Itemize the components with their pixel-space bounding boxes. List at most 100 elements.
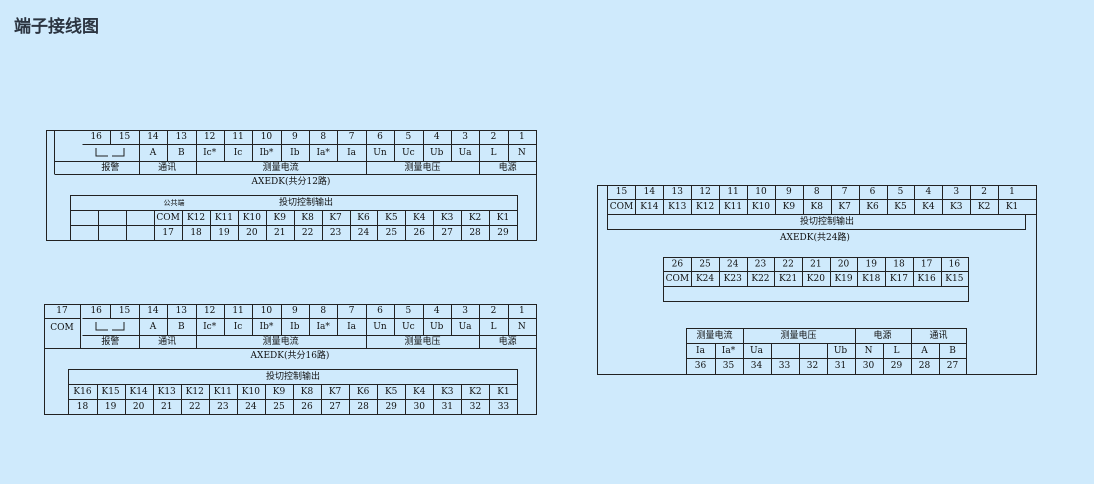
output-terminal-number: 31	[442, 402, 453, 412]
terminal-label: COM	[666, 274, 689, 284]
terminal-number: 6	[870, 187, 876, 197]
terminal-number: 14	[644, 187, 656, 197]
terminal-number: 14	[147, 132, 159, 142]
terminal-label: Ua	[459, 322, 473, 332]
terminal-label: Ic	[234, 148, 243, 158]
terminal-number: 12	[699, 187, 710, 197]
terminal-label: K11	[724, 202, 742, 212]
terminal-label: K12	[696, 202, 714, 212]
output-terminal-number: 24	[245, 402, 257, 412]
terminal-number: 33	[779, 361, 791, 371]
terminal-number: 8	[320, 132, 326, 142]
output-terminal-label: K7	[329, 387, 342, 397]
terminal-label: K5	[894, 202, 907, 212]
terminal-number: 16	[90, 306, 102, 316]
output-terminal-number: 23	[217, 402, 229, 412]
terminal-number: 24	[727, 260, 739, 270]
output-terminal-label: K2	[469, 387, 481, 397]
group-label: 测量电压	[404, 161, 440, 173]
output-terminal-number: 25	[386, 228, 398, 238]
terminal-number: 3	[462, 132, 468, 142]
output-terminal-number: 30	[414, 402, 426, 412]
terminal-number: 13	[672, 187, 684, 197]
terminal-number: 4	[434, 306, 440, 316]
terminal-number: 15	[119, 132, 131, 142]
output-terminal-label: K1	[497, 213, 509, 223]
output-terminal-number: 32	[470, 402, 481, 412]
output-terminal-number: 19	[218, 228, 230, 238]
output-terminal-number: 24	[358, 228, 370, 238]
output-title: 投切控制输出	[266, 370, 320, 382]
terminal-label: K17	[890, 274, 908, 284]
output-terminal-number: 21	[274, 228, 285, 238]
terminal-number: 31	[835, 361, 846, 371]
output-terminal-label: K11	[214, 387, 232, 397]
terminal-label: Ia*	[316, 322, 330, 332]
terminal-number: 30	[863, 361, 875, 371]
group-label: 测量电压	[780, 329, 816, 341]
terminal-number: 13	[176, 306, 188, 316]
terminal-number: 14	[147, 306, 159, 316]
terminal-number: 16	[949, 260, 961, 270]
terminal-label: Ib*	[260, 148, 274, 158]
output-terminal-number: 29	[385, 402, 397, 412]
output-terminal-number: 22	[189, 402, 200, 412]
output-terminal-label: K4	[413, 213, 426, 223]
output-terminal-number: 26	[414, 228, 426, 238]
output-terminal-label: K5	[385, 387, 398, 397]
terminal-label: Ia	[347, 148, 357, 158]
output-terminal-number: 29	[497, 228, 509, 238]
terminal-number: 13	[176, 132, 188, 142]
terminal-label: K10	[752, 202, 770, 212]
output-terminal-number: 26	[301, 402, 313, 412]
terminal-label: K23	[724, 274, 742, 284]
terminal-label: K18	[862, 274, 880, 284]
output-terminal-label: K8	[301, 213, 314, 223]
terminal-label: Ia*	[722, 346, 736, 356]
output-terminal-label: K11	[215, 213, 233, 223]
com-terminal-label: COM	[50, 323, 73, 333]
output-terminal-number: 21	[161, 402, 172, 412]
terminal-number: 32	[807, 361, 818, 371]
terminal-label: Ua	[750, 346, 764, 356]
terminal-label: B	[949, 346, 956, 356]
terminal-number: 5	[898, 187, 904, 197]
terminal-label: K21	[779, 274, 797, 284]
terminal-label: K1	[1006, 202, 1018, 212]
terminal-number: 7	[349, 306, 355, 316]
output-terminal-label: K15	[101, 387, 119, 397]
terminal-number: 9	[292, 132, 298, 142]
terminal-number: 1	[1009, 187, 1015, 197]
terminal-number: 22	[782, 260, 793, 270]
terminal-number: 20	[838, 260, 850, 270]
output-title: 投切控制输出	[800, 215, 854, 227]
terminal-label: Ic*	[203, 322, 217, 332]
terminal-label: Ub	[430, 322, 444, 332]
terminal-number: 36	[695, 361, 707, 371]
terminal-label: Ia*	[316, 148, 330, 158]
terminal-label: A	[149, 322, 157, 332]
output-terminal-label: K7	[329, 213, 342, 223]
output-terminal-label: K6	[357, 213, 370, 223]
terminal-label: K4	[922, 202, 935, 212]
terminal-number: 6	[377, 306, 383, 316]
diagram-caption: AXEDK(共24路)	[779, 231, 850, 243]
terminal-label: A	[920, 346, 928, 356]
group-label: 测量电流	[263, 161, 299, 173]
terminal-number: 4	[925, 187, 931, 197]
terminal-label: Uc	[402, 148, 415, 158]
terminal-number: 7	[842, 187, 848, 197]
terminal-label: B	[178, 322, 185, 332]
alarm-contact-icon	[95, 322, 125, 331]
output-terminal-label: K8	[301, 387, 314, 397]
output-terminal-label: K9	[274, 213, 287, 223]
terminal-number: 11	[232, 306, 243, 316]
terminal-number: 6	[377, 132, 383, 142]
output-terminal-label: COM	[156, 213, 179, 223]
terminal-number: 18	[893, 260, 905, 270]
terminal-number: 15	[119, 306, 131, 316]
terminal-label: Un	[373, 148, 387, 158]
terminal-label: K9	[783, 202, 796, 212]
